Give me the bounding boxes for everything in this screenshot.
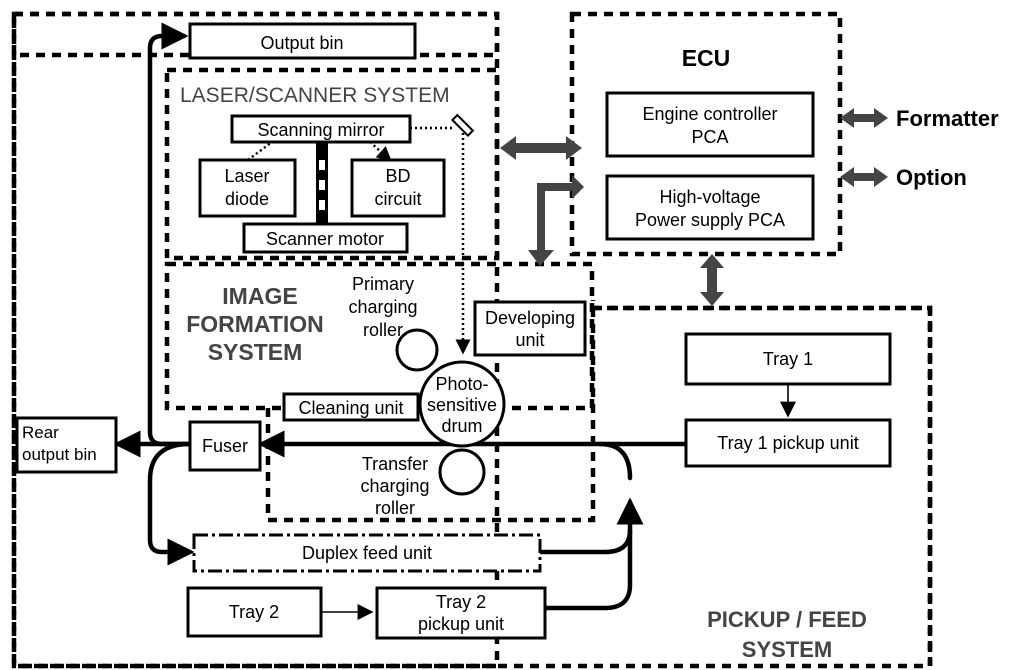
bd-circuit-label-2: circuit [374,189,421,209]
pickup-feed-title-2: SYSTEM [742,637,832,662]
cleaning-unit-label: Cleaning unit [298,398,403,418]
output-bin-label: Output bin [260,33,343,53]
fuser-label: Fuser [202,436,248,456]
tray2-feed-path [542,497,644,611]
primary-roller-label-1: Primary [352,274,414,294]
image-formation-title-3: SYSTEM [208,339,303,365]
drum-label-1: Photo- [435,374,488,394]
tray2-pickup-label-2: pickup unit [418,614,504,634]
laser-scanner-title: LASER/SCANNER SYSTEM [180,84,450,107]
hv-power-supply-label-2: Power supply PCA [635,210,785,230]
rear-output-bin-label-1: Rear [22,423,59,442]
engine-controller-box [605,91,815,158]
ecu-image-formation-arrow [528,175,584,266]
image-formation-title-1: IMAGE [222,283,297,309]
tray1-label: Tray 1 [763,349,813,369]
developing-unit-label-1: Developing [485,308,575,328]
laser-ecu-double-arrow [500,136,582,160]
ecu-outline [569,11,843,257]
engine-controller-label-2: PCA [691,127,728,147]
hv-power-supply-label-1: High-voltage [659,187,760,207]
primary-charging-roller [395,328,439,372]
ecu-title: ECU [682,45,731,71]
laser-diode-box [198,158,297,218]
laser-diode-label-1: Laser [224,166,269,186]
duplex-return-path [537,527,633,555]
option-label: Option [896,165,967,190]
primary-roller-label-3: roller [363,320,403,340]
tray2-box [186,586,323,638]
image-formation-outline [164,261,595,411]
image-formation-lower-outline [265,300,596,523]
hv-power-supply-box [605,174,815,241]
pickup-feed-outline [593,305,933,666]
developing-unit-box [473,300,587,357]
transfer-roller-label-3: roller [375,498,415,518]
bd-circuit-label-1: BD [385,166,410,186]
shaft-mark-1 [319,160,325,170]
tray2-pickup-label-1: Tray 2 [436,592,486,612]
ecu-pickup-double-arrow [700,254,724,306]
scanning-mirror-label: Scanning mirror [257,120,384,140]
primary-roller-label-2: charging [348,297,417,317]
tray1-pickup-label: Tray 1 pickup unit [717,433,858,453]
tray1-box [684,332,892,386]
rear-output-bin-box [15,416,118,474]
rear-output-bin-label-2: output bin [22,445,97,464]
engine-controller-label-1: Engine controller [642,104,777,124]
duplex-feed-unit-box [192,533,542,573]
tray1-curl [597,441,633,481]
drum-label-3: drum [441,416,482,436]
tray2-pickup-box [375,586,547,640]
transfer-roller-label-1: Transfer [362,454,428,474]
laser-scanner-outline [164,67,500,261]
laser-diode-label-2: diode [225,189,269,209]
developing-unit-label-2: unit [515,330,544,350]
transfer-charging-roller [438,448,486,496]
duplex-feed-unit-label: Duplex feed unit [302,543,432,563]
tray1-pickup-box [684,418,892,468]
shaft-mark-2 [319,180,325,190]
cleaning-unit-box [282,392,420,422]
option-double-arrow [840,167,888,187]
formatter-label: Formatter [896,106,999,131]
scanner-motor-box [242,222,409,254]
formatter-double-arrow [840,108,888,128]
transfer-roller-label-2: charging [360,476,429,496]
laser-beam-1 [247,141,273,161]
pickup-feed-title-1: PICKUP / FEED [707,607,867,632]
laser-beam-2 [369,141,392,162]
drum-label-2: sensitive [427,395,497,415]
tray2-label: Tray 2 [229,602,279,622]
bd-circuit-box [350,158,446,218]
shaft-mark-3 [319,200,325,210]
duplex-path [147,441,195,566]
output-bin-box [188,22,417,60]
fuser-box [188,420,262,472]
fold-mirror-icon [450,113,475,138]
photosensitive-drum [418,360,506,448]
scanner-motor-label: Scanner motor [266,229,384,249]
image-formation-title-2: FORMATION [186,311,324,337]
